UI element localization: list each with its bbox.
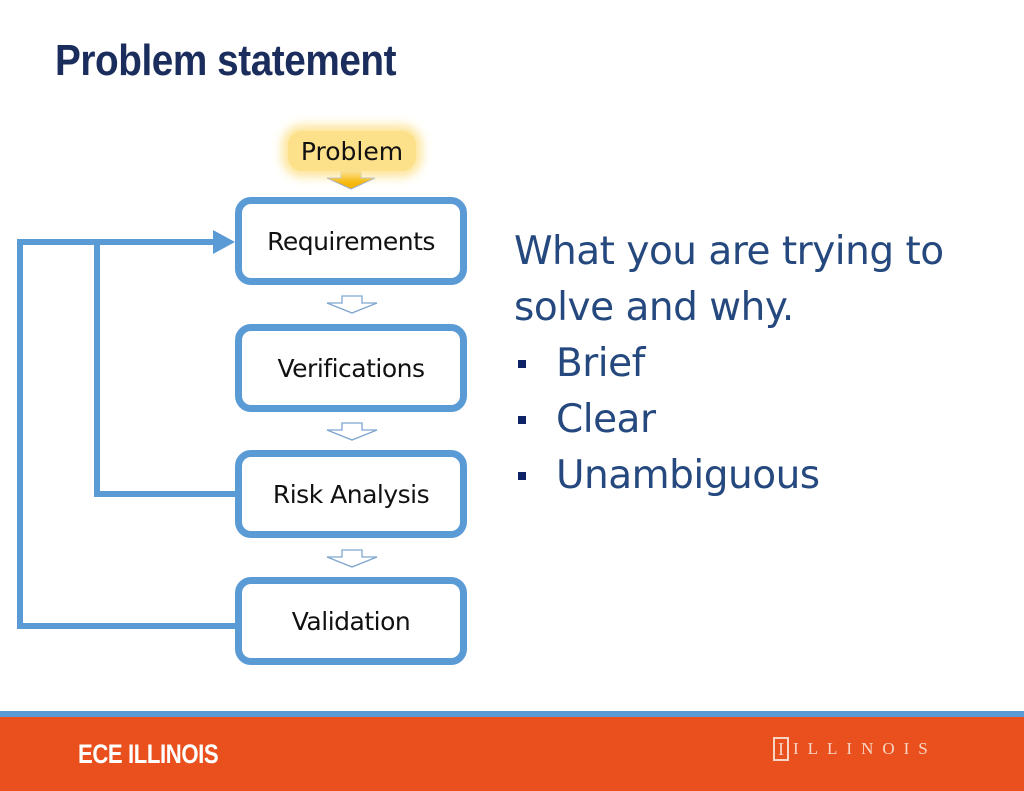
square-bullet-icon — [518, 416, 526, 424]
bullet-text: Clear — [556, 397, 656, 442]
requirements-node: Requirements — [235, 197, 467, 285]
bullet-text: Brief — [556, 341, 645, 386]
illinois-wordmark: ILLINOIS — [793, 739, 937, 758]
footer-bar: ECE ILLINOIS I ILLINOIS — [0, 717, 1024, 791]
footer-stripe — [0, 711, 1024, 717]
process-flow-diagram: Problem Requirements Verifications Risk … — [0, 0, 520, 700]
ece-illinois-logo: ECE ILLINOIS — [78, 739, 219, 769]
slide-title: Problem statement — [55, 36, 397, 85]
illinois-i-mark-icon: I — [773, 737, 789, 761]
validation-node: Validation — [235, 577, 467, 665]
verifications-node: Verifications — [235, 324, 467, 412]
problem-node: Problem — [288, 131, 416, 171]
bullet-item: Unambiguous — [514, 448, 944, 504]
illinois-logo: I ILLINOIS — [773, 737, 937, 761]
bullet-item: Clear — [514, 392, 944, 448]
intro-line-2: solve and why. — [514, 285, 794, 330]
feedback-loop-lines — [17, 239, 235, 629]
bullet-item: Brief — [514, 336, 944, 392]
bullet-text: Unambiguous — [556, 453, 820, 498]
square-bullet-icon — [518, 472, 526, 480]
down-arrow-icon — [326, 295, 378, 568]
problem-down-arrow-icon — [326, 170, 376, 190]
arrow-right-icon — [213, 230, 235, 254]
risk-analysis-node: Risk Analysis — [235, 450, 467, 538]
body-text: What you are trying to solve and why. Br… — [514, 224, 944, 504]
diagram-connectors — [17, 170, 378, 629]
square-bullet-icon — [518, 360, 526, 368]
intro-line-1: What you are trying to — [514, 229, 944, 274]
